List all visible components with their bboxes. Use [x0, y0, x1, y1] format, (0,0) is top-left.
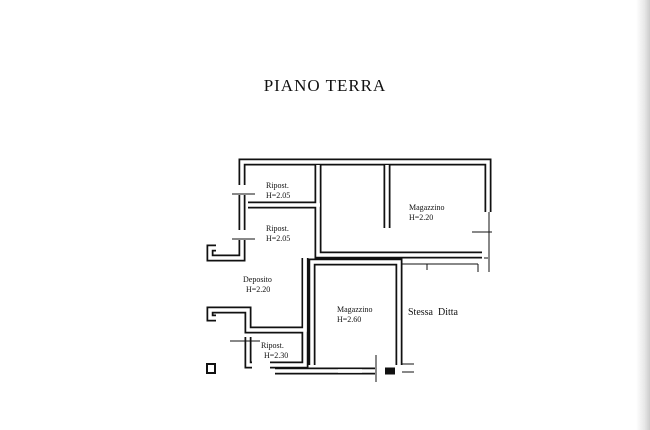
room-height: H=2.20: [409, 213, 434, 222]
room-height: H=2.20: [246, 285, 271, 294]
page-edge: [636, 0, 650, 430]
room-ripost-3: Ripost.H=2.30: [261, 341, 288, 361]
room-height: H=2.30: [264, 351, 289, 360]
room-name: Ripost.: [266, 224, 289, 233]
room-name: Magazzino: [409, 203, 445, 212]
room-name: Deposito: [243, 275, 272, 284]
room-ripost-1: Ripost.H=2.05: [266, 181, 290, 201]
walls-outer: [206, 158, 492, 375]
room-name: Magazzino: [337, 305, 373, 314]
room-height: H=2.60: [337, 315, 362, 324]
room-height: H=2.05: [266, 234, 291, 243]
plan-title: PIANO TERRA: [263, 76, 387, 95]
room-height: H=2.05: [266, 191, 291, 200]
plan-details: [206, 193, 492, 382]
walls-inner: [208, 160, 490, 373]
neighbor-label: Stessa Ditta: [408, 307, 458, 318]
room-ripost-2: Ripost.H=2.05: [266, 224, 290, 244]
room-name: Ripost.: [266, 181, 289, 190]
room-name: Ripost.: [261, 341, 284, 350]
